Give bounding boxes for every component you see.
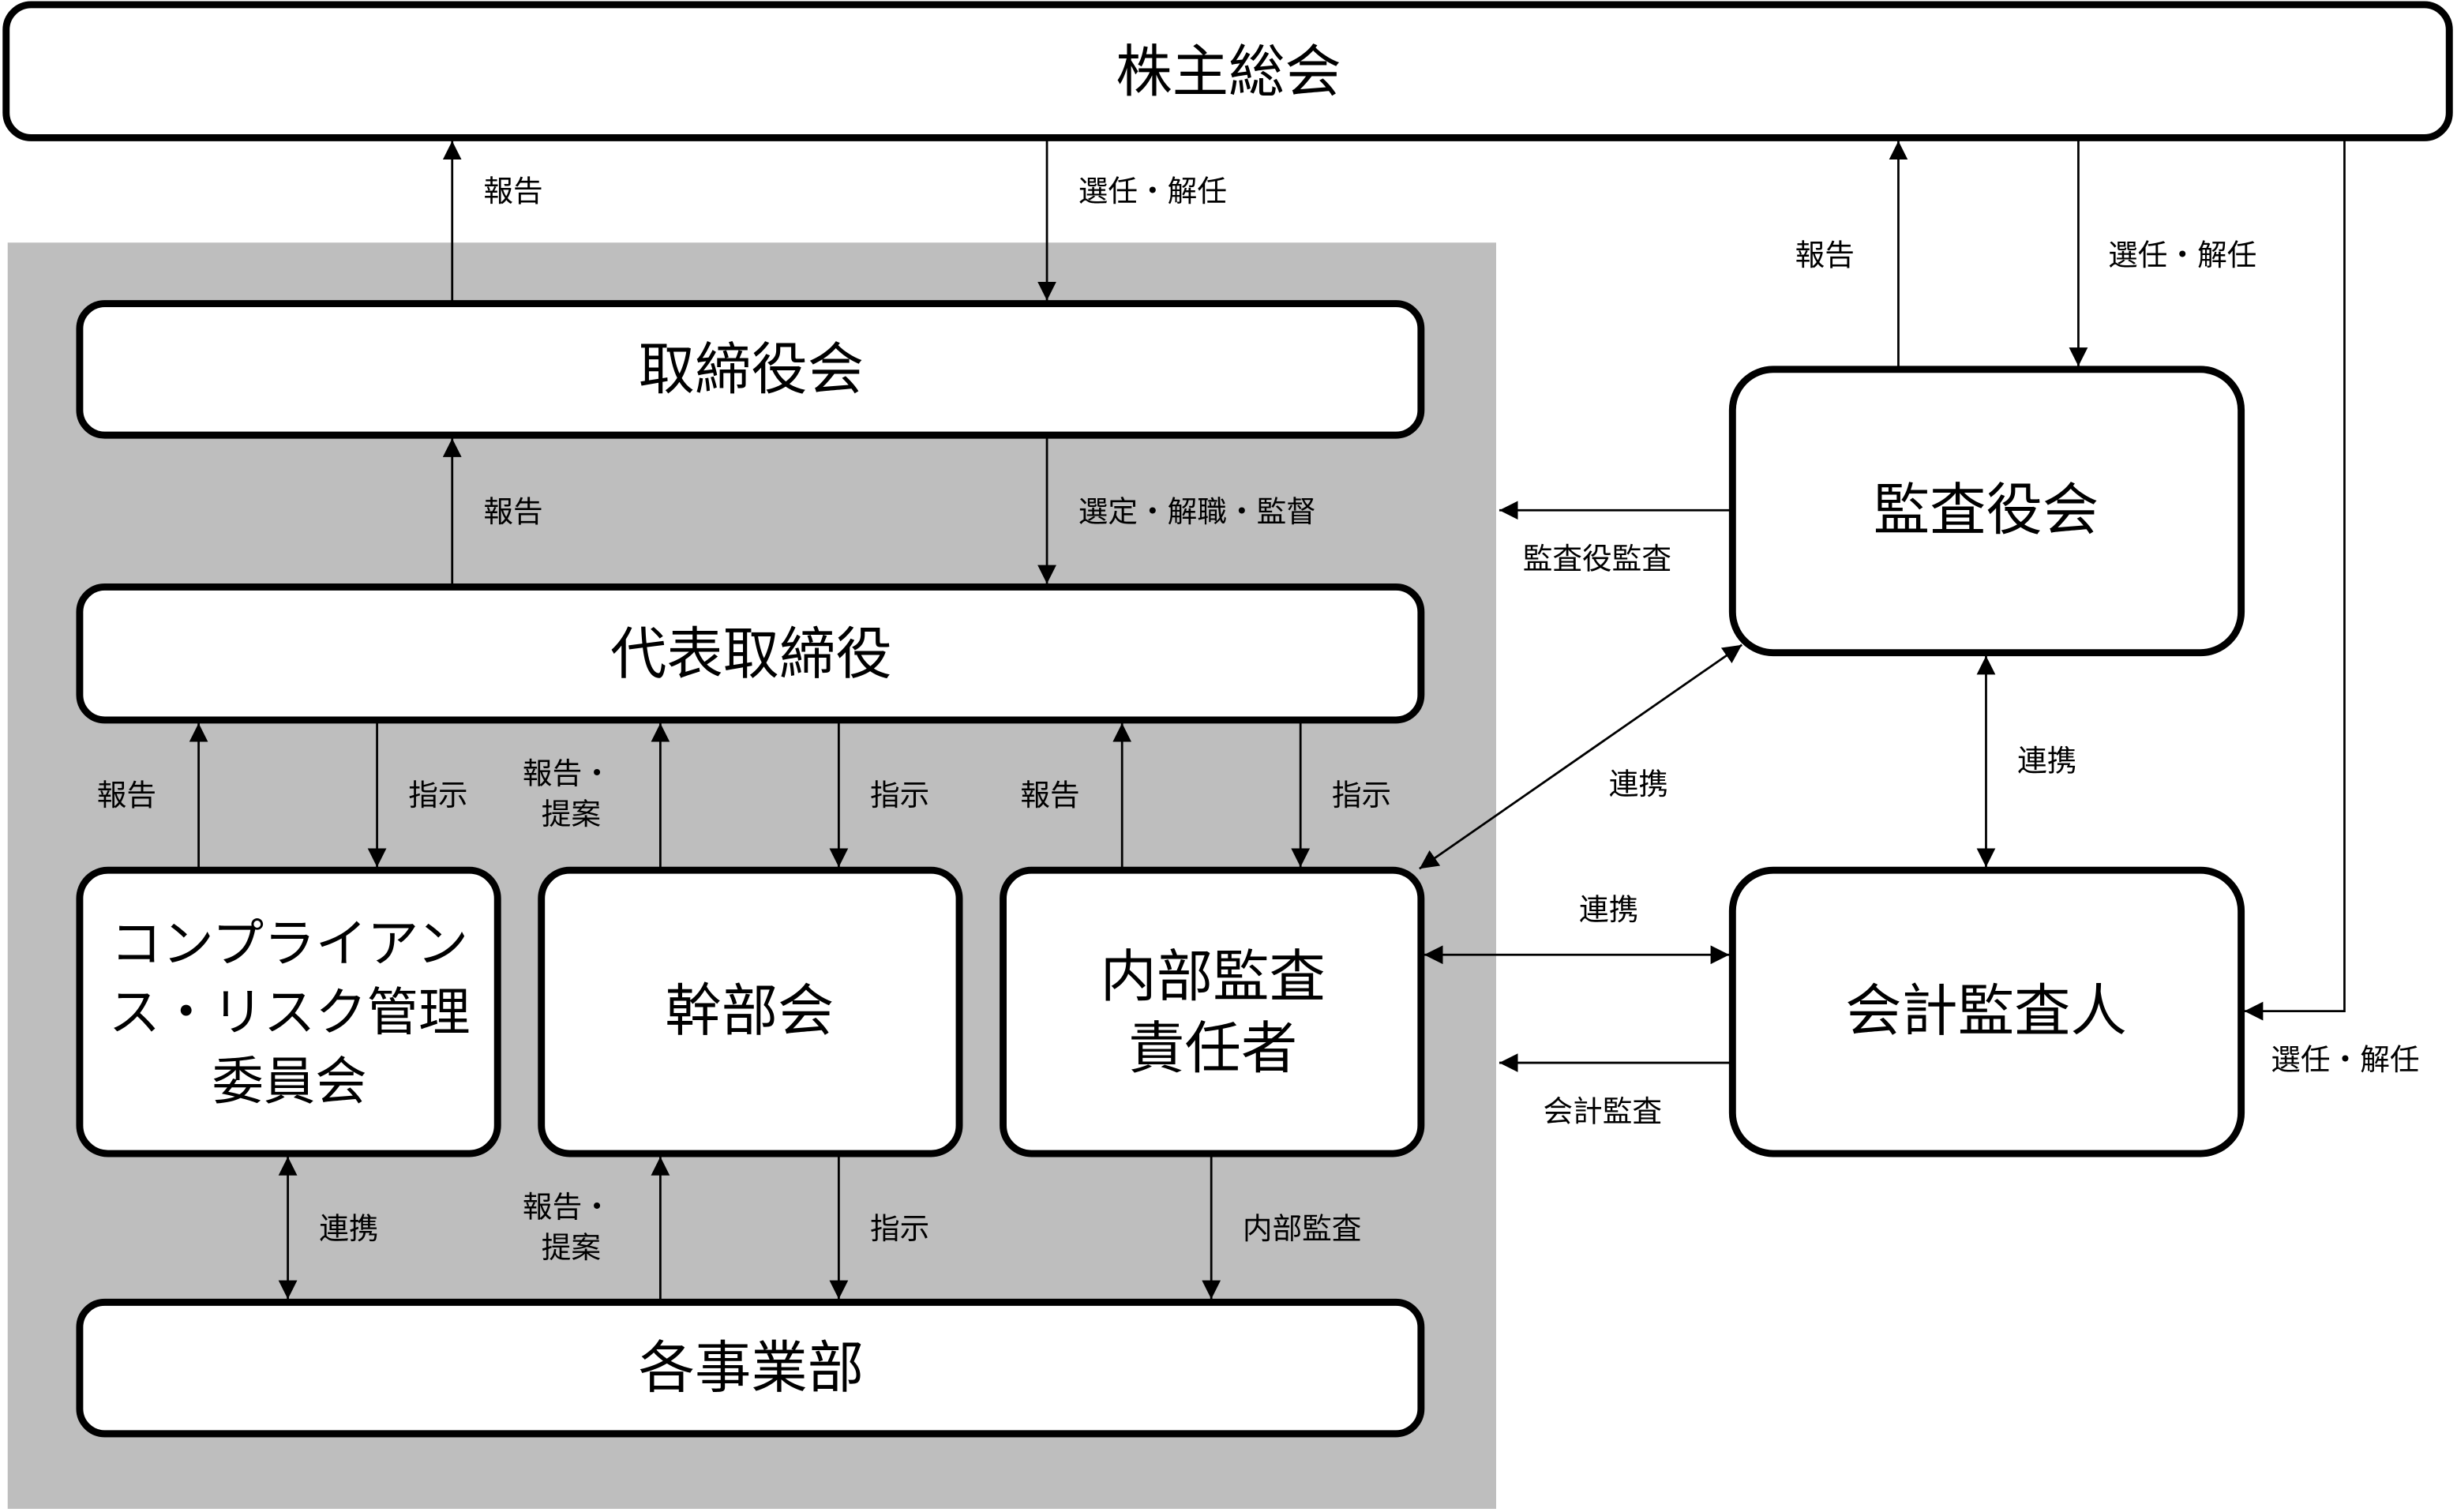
label-rep-instruct-compliance: 指示 — [408, 778, 467, 812]
arrow-shareholders-appoint-accounting — [2244, 141, 2346, 1021]
label-board-supervise-rep: 選定・解職・監督 — [1078, 494, 1316, 529]
label-executive-report-line2: 提案 — [542, 797, 601, 831]
label-audit-board-report: 報告 — [1795, 238, 1855, 272]
label-shareholders-appoint-accounting: 選任・解任 — [2271, 1042, 2419, 1077]
accounting-auditor-box — [1728, 866, 2245, 1157]
label-compliance-report: 報告 — [97, 778, 156, 812]
arrow-internal-auditors-link — [1419, 643, 1743, 870]
label-divisions-report-line1: 報告・ — [523, 1189, 612, 1224]
internal-audit-officer-label-line2: 責任者 — [1128, 1016, 1297, 1082]
compliance-committee-label-line3: 委員会 — [212, 1052, 366, 1112]
board-of-directors-label: 取締役会 — [639, 336, 864, 402]
compliance-committee-box — [76, 866, 501, 1157]
business-divisions-label: 各事業部 — [639, 1335, 864, 1401]
shareholders-meeting-label: 株主総会 — [1116, 39, 1341, 105]
representative-director-label: 代表取締役 — [610, 621, 892, 687]
internal-audit-officer-box — [1000, 866, 1425, 1157]
label-accounting-audit: 会計監査 — [1543, 1094, 1662, 1129]
label-executive-report-line1: 報告・ — [523, 756, 612, 790]
internal-audit-officer-label-line1: 内部監査 — [1100, 944, 1325, 1010]
audit-board-label: 監査役会 — [1874, 478, 2099, 543]
executive-meeting-box — [538, 866, 963, 1157]
compliance-committee-label-line1: コンプライアン — [111, 914, 468, 974]
shareholders-meeting-box — [2, 1, 2453, 141]
executive-meeting-label: 幹部会 — [665, 978, 834, 1044]
label-board-report: 報告 — [483, 174, 542, 208]
label-auditors-audit: 監査役監査 — [1523, 542, 1671, 576]
business-divisions-box — [76, 1298, 1425, 1438]
label-compliance-divisions-link: 連携 — [319, 1211, 378, 1246]
label-divisions-report-line2: 提案 — [542, 1230, 601, 1265]
label-rep-instruct-executive: 指示 — [870, 778, 929, 812]
label-internal-report: 報告 — [1020, 778, 1079, 812]
label-executive-instruct-divisions: 指示 — [870, 1211, 929, 1246]
label-auditors-accounting-link: 連携 — [2017, 743, 2076, 778]
label-shareholders-appoint-auditors: 選任・解任 — [2108, 238, 2256, 272]
label-rep-report: 報告 — [483, 494, 542, 529]
accounting-auditor-label: 会計監査人 — [1845, 978, 2127, 1044]
label-internal-audit-divisions: 内部監査 — [1243, 1211, 1362, 1246]
label-internal-auditors-link: 連携 — [1609, 767, 1668, 801]
label-internal-accounting-link: 連携 — [1579, 892, 1638, 927]
board-of-directors-box — [76, 300, 1425, 439]
label-shareholders-appoint-board: 選任・解任 — [1078, 174, 1227, 208]
label-rep-instruct-internal: 指示 — [1332, 778, 1391, 812]
compliance-committee-label-line2: ス・リスク管理 — [109, 983, 471, 1043]
